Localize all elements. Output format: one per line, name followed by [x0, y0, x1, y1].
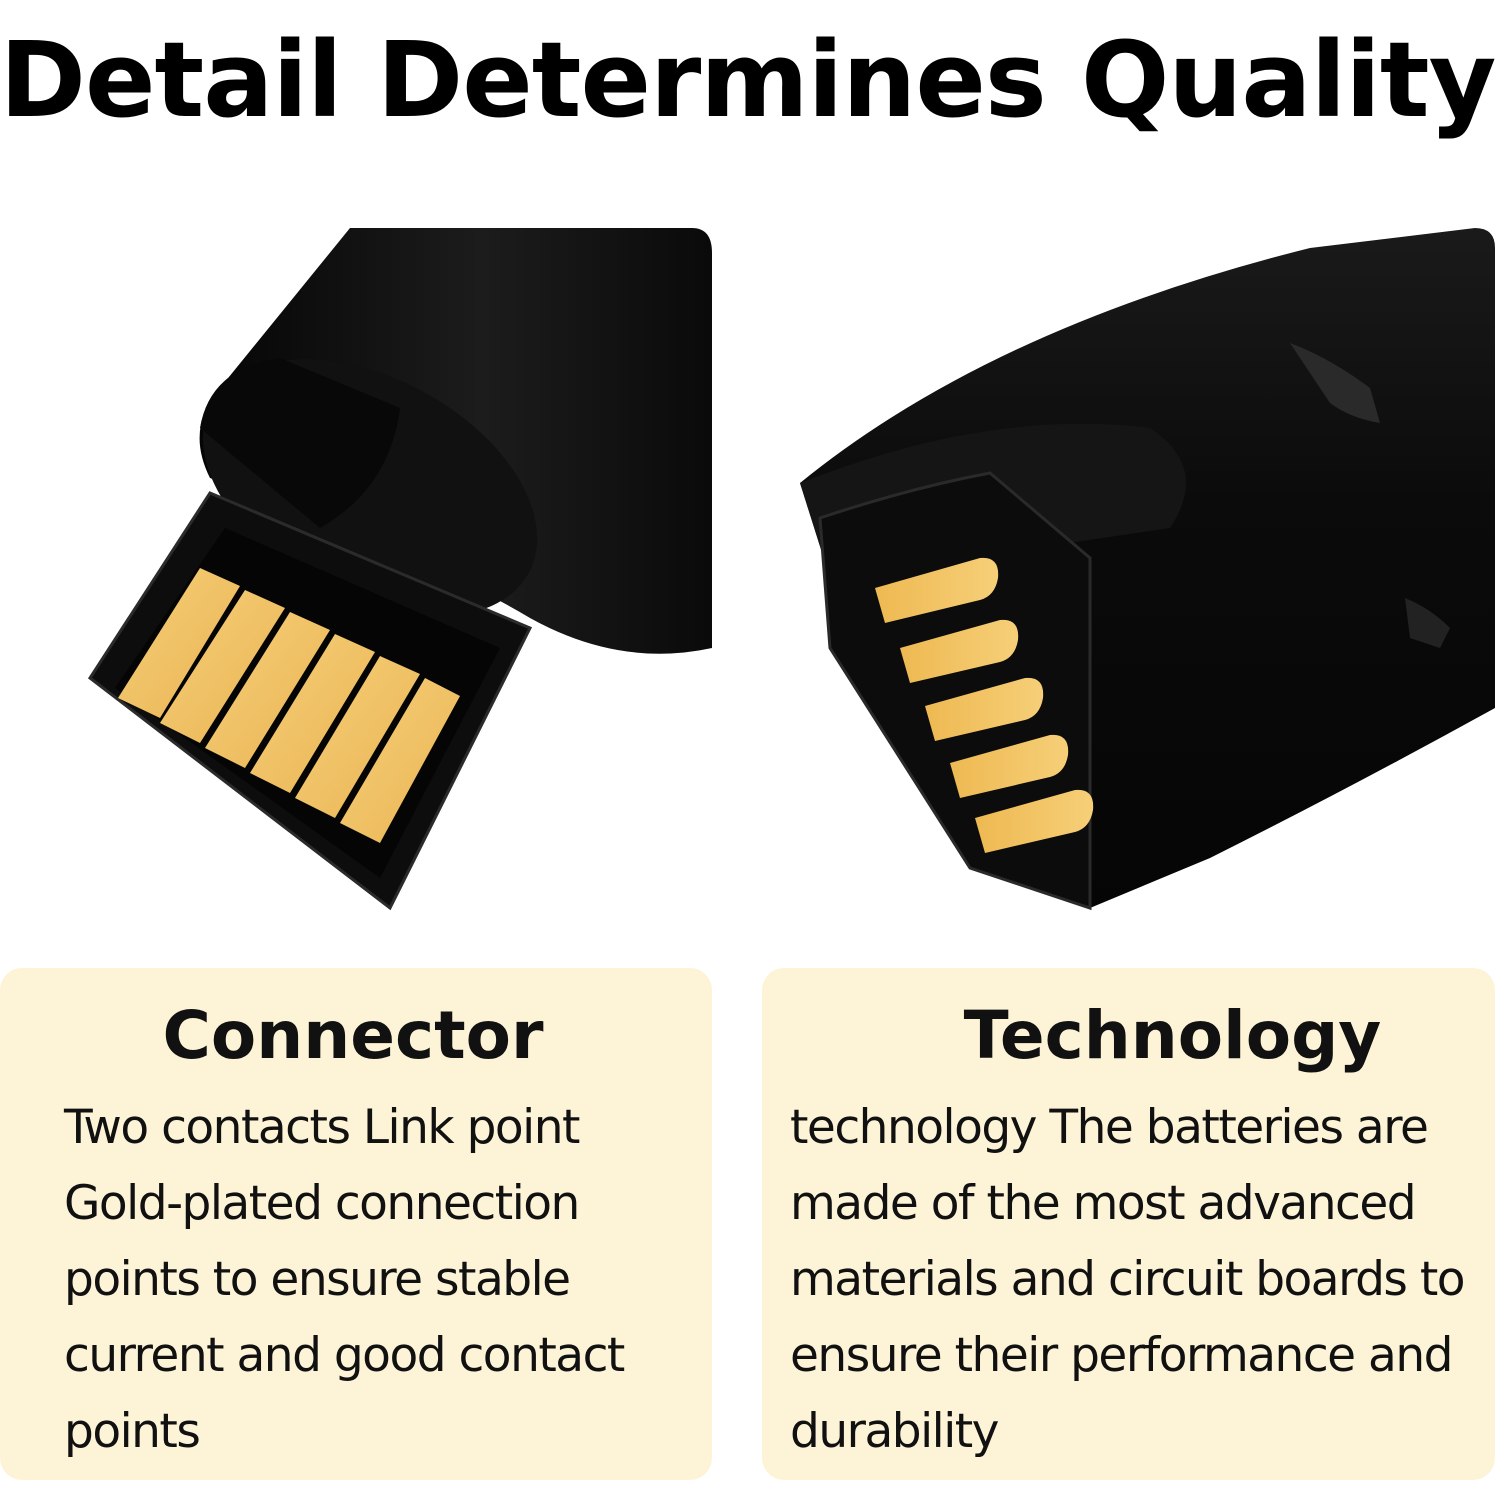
battery-connector-image — [60, 228, 720, 928]
technology-card: Technology technology The batteries are … — [762, 968, 1495, 1480]
page-headline: Detail Determines Quality — [0, 19, 1495, 141]
battery-side-illustration — [800, 228, 1495, 911]
technology-description: technology The batteries are made of the… — [790, 1100, 1466, 1459]
battery-connector-illustration — [87, 228, 713, 911]
connector-description: Two contacts Link point Gold-plated conn… — [64, 1100, 625, 1459]
connector-card: Connector Two contacts Link point Gold-p… — [0, 968, 712, 1480]
battery-side-image — [790, 228, 1495, 928]
gold-contacts — [875, 557, 1094, 853]
technology-title: Technology — [963, 996, 1382, 1074]
connector-title: Connector — [162, 996, 544, 1074]
gold-contacts — [118, 568, 460, 843]
